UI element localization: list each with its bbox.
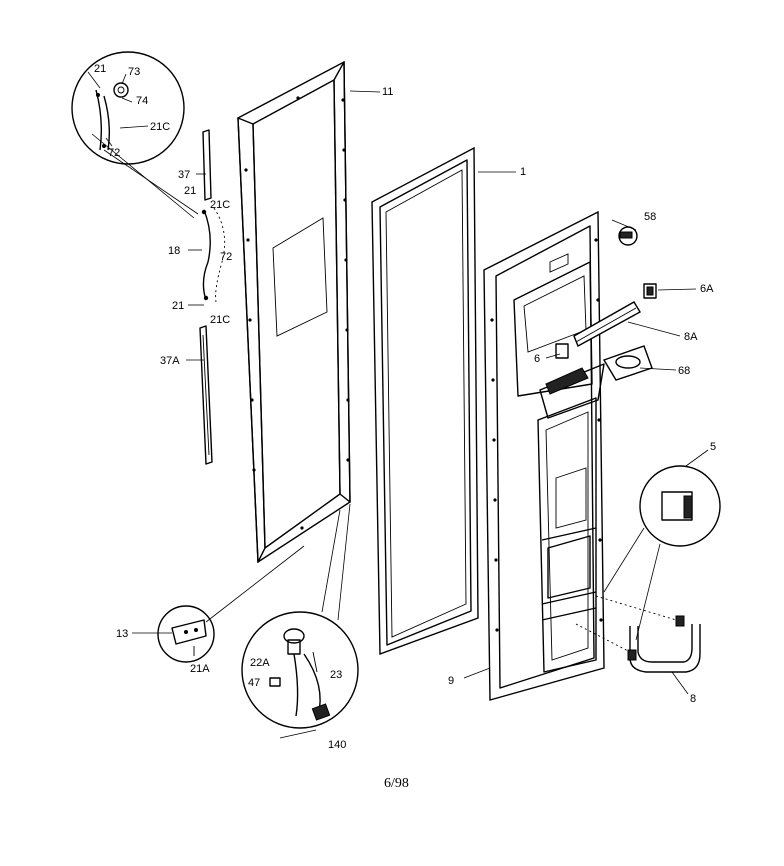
label-21C-lower: 21C: [210, 314, 230, 326]
label-13: 13: [116, 628, 128, 640]
label-6: 6: [534, 353, 540, 365]
label-21C-upper: 21C: [210, 199, 230, 211]
leader-lines: [132, 90, 709, 695]
label-37A: 37A: [160, 355, 180, 367]
liner-screw-holes: [490, 238, 603, 632]
label-47: 47: [248, 677, 260, 689]
frame-screw-holes: [244, 96, 350, 530]
label-5: 5: [710, 441, 716, 453]
dispenser-grille: [545, 367, 589, 395]
label-74: 74: [136, 95, 148, 107]
label-21A: 21A: [190, 663, 210, 675]
label-23: 23: [330, 669, 342, 681]
label-21-upper: 21: [184, 185, 196, 197]
hinge-assembly-18: [201, 207, 226, 303]
label-11: 11: [382, 86, 393, 98]
label-8: 8: [690, 693, 696, 705]
detail-part5-circle: [639, 465, 721, 547]
detail-wiring-circle: [241, 611, 359, 729]
label-72-detail: 72: [108, 147, 120, 159]
hinge-strip-37A: [199, 325, 213, 465]
label-21-detail: 21: [94, 63, 106, 75]
part-8-drip-tray: [627, 615, 701, 673]
label-73: 73: [128, 66, 140, 78]
outer-door-frame: [237, 60, 351, 564]
label-8A: 8A: [684, 331, 698, 343]
door-gasket: [371, 146, 479, 655]
label-1: 1: [520, 166, 526, 178]
frame-window-panel: [272, 217, 328, 337]
page-code: 6/98: [384, 776, 409, 791]
label-21C-detail: 21C: [150, 121, 170, 133]
label-58: 58: [644, 211, 656, 223]
label-22A: 22A: [250, 657, 270, 669]
inner-door-liner: [483, 210, 605, 701]
label-9: 9: [448, 675, 454, 687]
part-8A-bar: [573, 301, 641, 347]
callout-labels: 11 1 58 6A 8A 6 68 5 8 9 37 21 21C 18 72…: [94, 63, 716, 751]
part-6A-clip: [643, 283, 657, 299]
part-6-clip: [555, 343, 569, 359]
label-68: 68: [678, 365, 690, 377]
label-6A: 6A: [700, 283, 714, 295]
label-18: 18: [168, 245, 180, 257]
label-21-lower: 21: [172, 300, 184, 312]
detail-bracket-circle: [157, 605, 215, 663]
label-72-hinge: 72: [220, 251, 232, 263]
hinge-strip-37: [202, 129, 212, 201]
detail-hinge-circle: [71, 51, 185, 165]
part-68-tray: [602, 345, 653, 381]
label-37: 37: [178, 169, 190, 181]
label-140: 140: [328, 739, 346, 751]
